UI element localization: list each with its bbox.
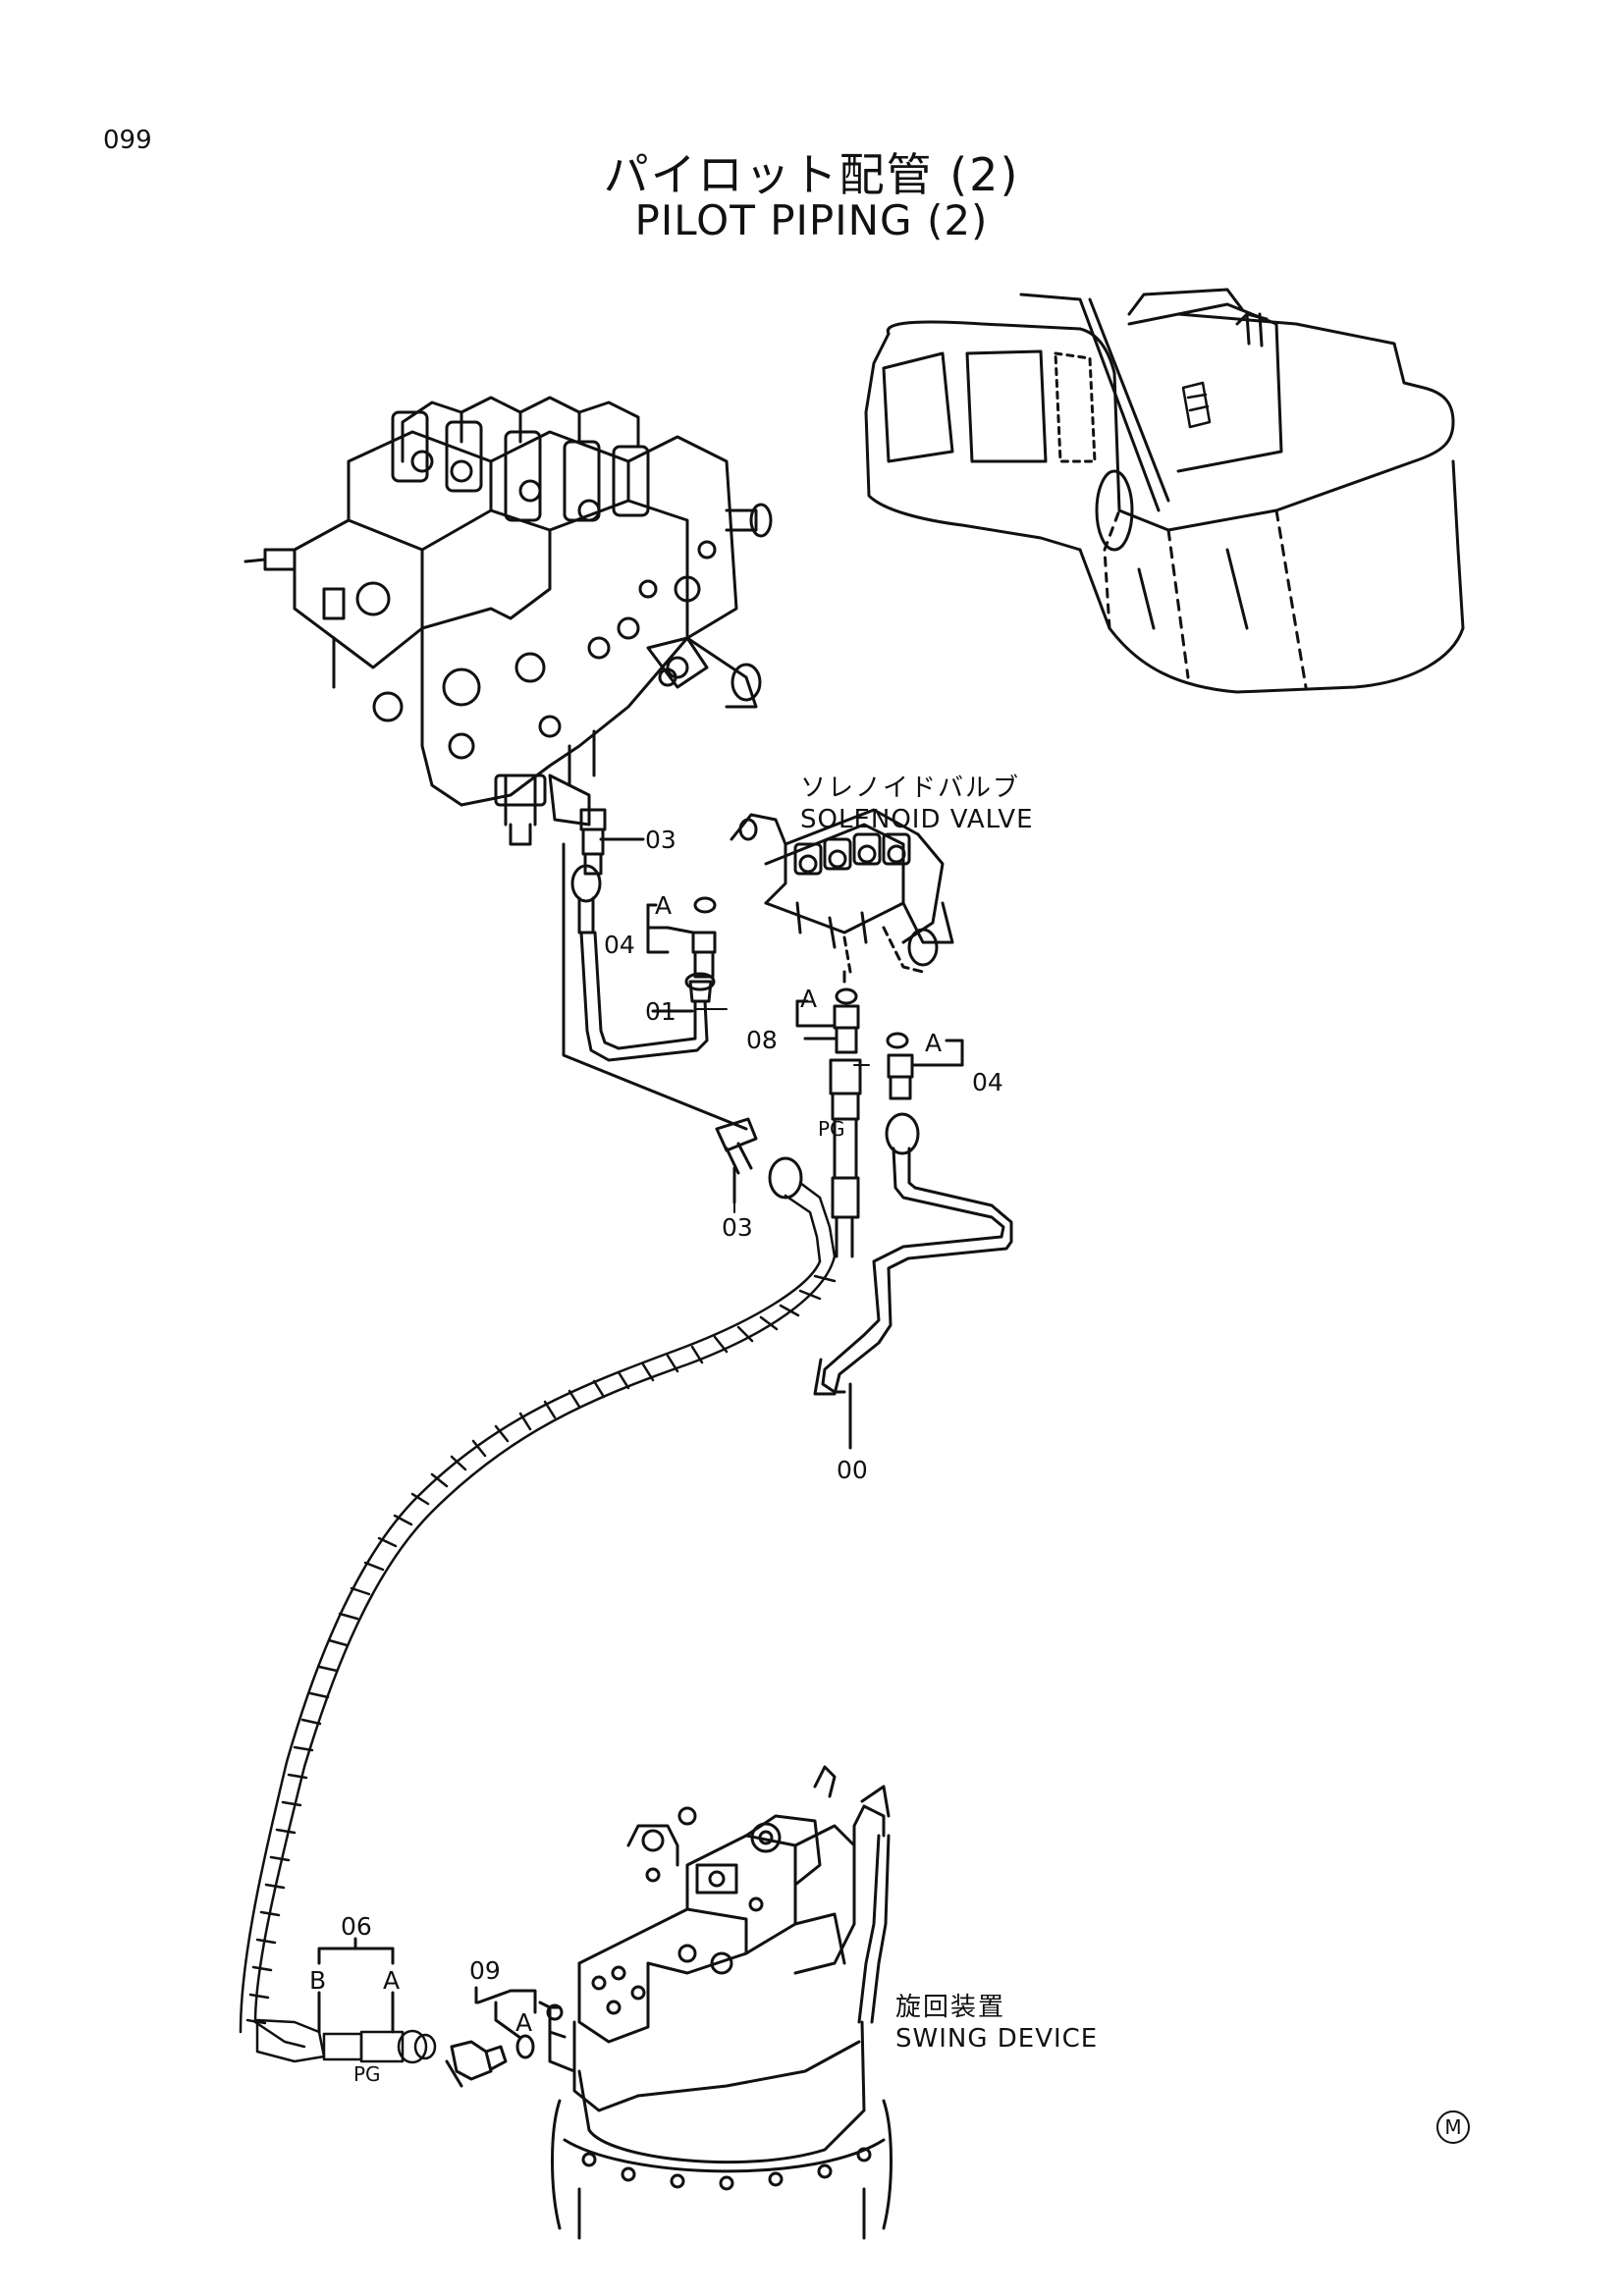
excavator-illustration bbox=[864, 288, 1465, 694]
callout-04-left: 04 bbox=[604, 931, 635, 959]
solenoid-valve-label-jp: ソレノイドバルブ bbox=[800, 774, 1021, 803]
callout-09: 09 bbox=[469, 1956, 501, 1985]
callout-a-06: A bbox=[383, 1966, 401, 1995]
detail-a-center bbox=[795, 988, 860, 1054]
callout-a-left: A bbox=[655, 891, 673, 920]
callout-08: 08 bbox=[746, 1026, 778, 1054]
solenoid-valve-illustration bbox=[730, 808, 954, 984]
callout-06: 06 bbox=[341, 1912, 372, 1941]
callout-a-right: A bbox=[925, 1029, 943, 1057]
swing-device-label-en: SWING DEVICE bbox=[895, 2024, 1099, 2054]
callout-pg-center: PG bbox=[818, 1117, 845, 1141]
swing-device-label-jp: 旋回装置 bbox=[895, 1993, 1006, 2022]
swing-device-illustration bbox=[546, 1765, 893, 2240]
page-number: 099 bbox=[103, 126, 152, 155]
solenoid-valve-label-en: SOLENOID VALVE bbox=[800, 805, 1034, 834]
elbow-09 bbox=[445, 1986, 552, 2088]
callout-a-09: A bbox=[515, 2008, 533, 2037]
control-valve-illustration bbox=[243, 396, 773, 846]
hose-pg-center bbox=[813, 1058, 862, 1396]
leader-lines bbox=[694, 1008, 870, 1213]
detail-a-right bbox=[886, 1032, 964, 1100]
callout-03-upper: 03 bbox=[645, 826, 676, 854]
callout-pg-bottom: PG bbox=[353, 2062, 381, 2086]
callout-a-center: A bbox=[800, 985, 818, 1013]
long-hose-spiral bbox=[239, 1181, 837, 2064]
callout-b: B bbox=[309, 1966, 327, 1995]
fitting-03-upper bbox=[579, 808, 645, 876]
page-title-jp: パイロット配管 (2) bbox=[603, 148, 1020, 201]
callout-03-middle: 03 bbox=[722, 1213, 753, 1242]
callout-01: 01 bbox=[645, 997, 676, 1026]
bracket-06 bbox=[317, 1937, 395, 2034]
pipe-00 bbox=[821, 1112, 1013, 1450]
m-mark: M bbox=[1436, 2110, 1470, 2144]
hose-01 bbox=[562, 842, 748, 1131]
detail-a-left bbox=[646, 896, 717, 979]
callout-00: 00 bbox=[837, 1456, 868, 1484]
page-title-en: PILOT PIPING (2) bbox=[634, 196, 989, 244]
fitting-03-middle bbox=[715, 1117, 803, 1204]
callout-04-right: 04 bbox=[972, 1068, 1003, 1096]
